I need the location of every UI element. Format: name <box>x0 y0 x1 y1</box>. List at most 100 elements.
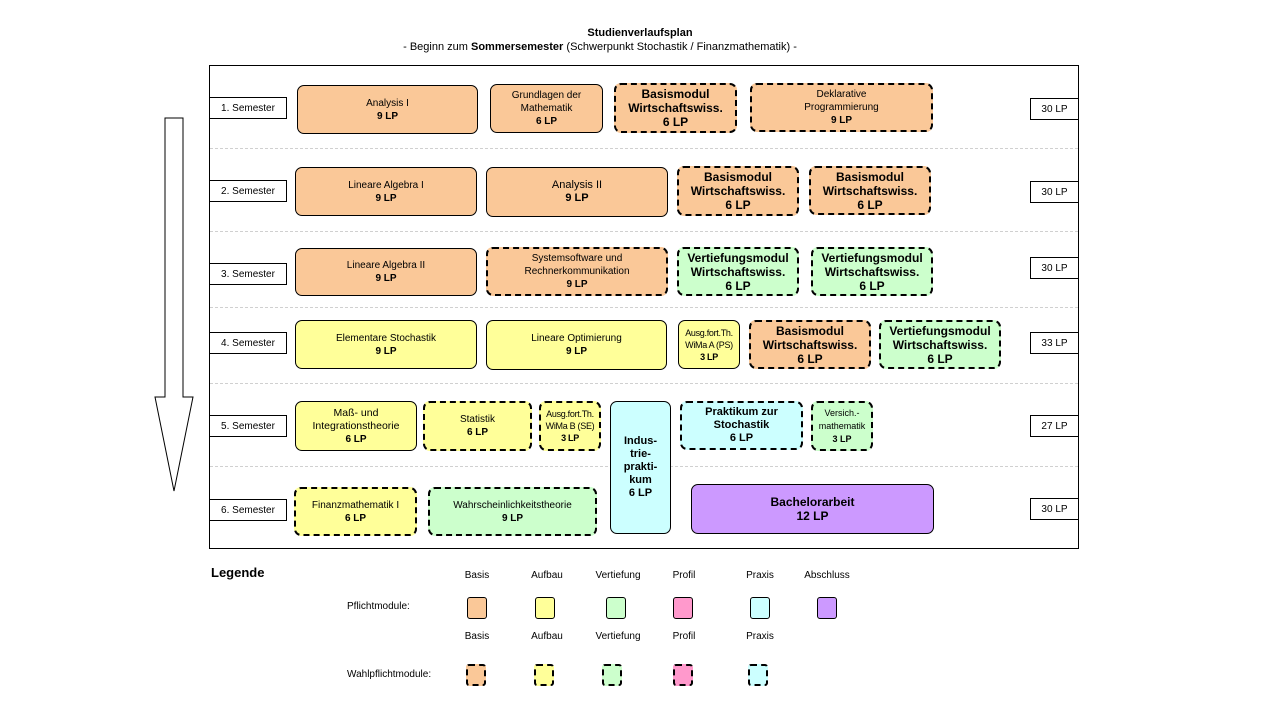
semester-label-1: 1. Semester <box>209 97 287 119</box>
module-name: Lineare Optimierung <box>531 333 622 344</box>
semester-lp-1: 30 LP <box>1030 98 1079 120</box>
legend-title: Legende <box>211 565 265 580</box>
module-credits: 6 LP <box>725 198 751 212</box>
module-praktikum-stochastik[interactable]: Praktikum zur Stochastik 6 LP <box>680 401 803 450</box>
module-wima-b[interactable]: Ausg.fort.Th. WiMa B (SE) 3 LP <box>539 401 601 451</box>
module-name: Basismodul Wirtschaftswiss. <box>762 323 858 352</box>
semester-lp-5: 27 LP <box>1030 415 1079 437</box>
module-credits: 3 LP <box>561 433 579 443</box>
legend-swatch-wahl-aufbau <box>534 664 554 686</box>
module-name: Finanzmathematik I <box>311 499 400 511</box>
semester-label-5: 5. Semester <box>209 415 287 437</box>
module-name: Elementare Stochastik <box>335 332 437 344</box>
module-vertiefungsmodul-wiwi-3a[interactable]: Vertiefungsmodul Wirtschaftswiss. 6 LP <box>677 247 799 296</box>
module-statistik[interactable]: Statistik 6 LP <box>423 401 532 451</box>
module-name: Bachelorarbeit <box>770 495 855 509</box>
semester-label-4: 4. Semester <box>209 332 287 354</box>
module-name: Lineare Algebra I <box>348 179 424 191</box>
module-name: Indus- trie- prakti- kum <box>623 435 658 486</box>
module-credits: 6 LP <box>857 197 883 212</box>
module-vertiefungsmodul-wiwi-4[interactable]: Vertiefungsmodul Wirtschaftswiss. 6 LP <box>879 320 1001 369</box>
module-basismodul-wiwi-1[interactable]: Basismodul Wirtschaftswiss. 6 LP <box>614 83 737 133</box>
legend-swatch-pflicht-basis <box>467 597 487 619</box>
legend-col-vertiefung: Vertiefung <box>595 631 641 642</box>
module-vertiefungsmodul-wiwi-3b[interactable]: Vertiefungsmodul Wirtschaftswiss. 6 LP <box>811 247 933 296</box>
legend-col-profil: Profil <box>672 631 696 642</box>
module-name: Deklarative Programmierung <box>804 89 879 113</box>
module-name: Lineare Algebra II <box>346 260 426 271</box>
module-credits: 6 LP <box>729 432 754 444</box>
module-name: Analysis I <box>366 97 409 109</box>
module-credits: 6 LP <box>859 278 885 293</box>
module-name: Systemsoftware und Rechnerkommunikation <box>524 253 630 277</box>
legend-col-aufbau: Aufbau <box>531 570 563 581</box>
module-credits: 9 LP <box>376 110 399 122</box>
module-name: Statistik <box>459 414 495 425</box>
semester-lp-4: 33 LP <box>1030 332 1079 354</box>
module-analysis-2[interactable]: Analysis II 9 LP <box>486 167 668 217</box>
module-wima-a[interactable]: Ausg.fort.Th. WiMa A (PS) 3 LP <box>678 320 740 369</box>
module-lineare-algebra-1[interactable]: Lineare Algebra I 9 LP <box>295 167 477 216</box>
plan-frame <box>209 65 1079 549</box>
semester-label-6: 6. Semester <box>209 499 287 521</box>
legend-swatch-pflicht-aufbau <box>535 597 555 619</box>
module-finanzmathematik-1[interactable]: Finanzmathematik I 6 LP <box>294 487 417 536</box>
module-lineare-algebra-2[interactable]: Lineare Algebra II 9 LP <box>295 248 477 296</box>
module-name: Maß- und Integrationstheorie <box>312 406 400 432</box>
module-credits: 6 LP <box>345 433 367 445</box>
module-name: Vertiefungsmodul Wirtschaftswiss. <box>687 250 789 279</box>
row-divider <box>210 307 1078 308</box>
semester-lp-2: 30 LP <box>1030 181 1079 203</box>
module-name: Ausg.fort.Th. WiMa A (PS) <box>685 327 733 350</box>
module-credits: 9 LP <box>375 345 397 357</box>
module-grundlagen-mathematik[interactable]: Grundlagen der Mathematik 6 LP <box>490 84 603 133</box>
module-name: Wahrscheinlichkeitstheorie <box>453 499 572 511</box>
module-credits: 6 LP <box>466 427 489 438</box>
legend-swatch-pflicht-vertiefung <box>606 597 626 619</box>
module-basismodul-wiwi-4[interactable]: Basismodul Wirtschaftswiss. 6 LP <box>749 320 871 369</box>
module-bachelorarbeit[interactable]: Bachelorarbeit 12 LP <box>691 484 934 534</box>
row-divider <box>210 231 1078 232</box>
module-versicherungsmathematik[interactable]: Versich.- mathematik 3 LP <box>811 401 873 451</box>
module-credits: 6 LP <box>797 351 823 366</box>
semester-label-3: 3. Semester <box>209 263 287 285</box>
module-credits: 3 LP <box>700 351 718 362</box>
timeline-arrow-icon <box>154 117 194 492</box>
legend-swatch-wahl-basis <box>466 664 486 686</box>
legend-col-praxis: Praxis <box>746 631 774 642</box>
legend-col-aufbau: Aufbau <box>531 631 563 642</box>
legend-swatch-wahl-profil <box>673 664 693 686</box>
module-basismodul-wiwi-2b[interactable]: Basismodul Wirtschaftswiss. 6 LP <box>809 166 931 215</box>
module-wahrscheinlichkeitstheorie[interactable]: Wahrscheinlichkeitstheorie 9 LP <box>428 487 597 536</box>
module-name: Analysis II <box>551 179 603 191</box>
module-credits: 9 LP <box>375 192 397 204</box>
legend-col-vertiefung: Vertiefung <box>595 570 641 581</box>
module-credits: 9 LP <box>501 512 524 524</box>
module-credits: 3 LP <box>832 433 852 444</box>
legend-swatch-pflicht-praxis <box>750 597 770 619</box>
module-name: Praktikum zur Stochastik <box>705 406 778 431</box>
module-name: Vertiefungsmodul Wirtschaftswiss. <box>889 323 991 352</box>
module-credits: 6 LP <box>344 512 367 524</box>
module-credits: 6 LP <box>535 116 558 127</box>
module-mass-integrationstheorie[interactable]: Maß- und Integrationstheorie 6 LP <box>295 401 417 451</box>
legend-swatch-wahl-vertiefung <box>602 664 622 686</box>
legend-pflicht-label: Pflichtmodule: <box>347 601 410 612</box>
legend-col-basis: Basis <box>464 570 490 581</box>
legend-swatch-pflicht-abschluss <box>817 597 837 619</box>
module-industriepraktikum[interactable]: Indus- trie- prakti- kum 6 LP <box>610 401 671 534</box>
module-elementare-stochastik[interactable]: Elementare Stochastik 9 LP <box>295 320 477 369</box>
module-basismodul-wiwi-2a[interactable]: Basismodul Wirtschaftswiss. 6 LP <box>677 166 799 216</box>
legend-col-praxis: Praxis <box>746 570 774 581</box>
module-deklarative-programmierung[interactable]: Deklarative Programmierung 9 LP <box>750 83 933 132</box>
semester-label-2: 2. Semester <box>209 180 287 202</box>
module-credits: 6 LP <box>628 487 653 499</box>
module-name: Vertiefungsmodul Wirtschaftswiss. <box>821 250 923 279</box>
module-systemsoftware[interactable]: Systemsoftware und Rechnerkommunikation … <box>486 247 668 296</box>
module-credits: 9 LP <box>375 273 397 284</box>
module-analysis-1[interactable]: Analysis I 9 LP <box>297 85 478 134</box>
module-credits: 6 LP <box>927 351 953 366</box>
module-name: Basismodul Wirtschaftswiss. <box>822 169 918 198</box>
module-lineare-optimierung[interactable]: Lineare Optimierung 9 LP <box>486 320 667 370</box>
module-credits: 9 LP <box>566 279 588 290</box>
